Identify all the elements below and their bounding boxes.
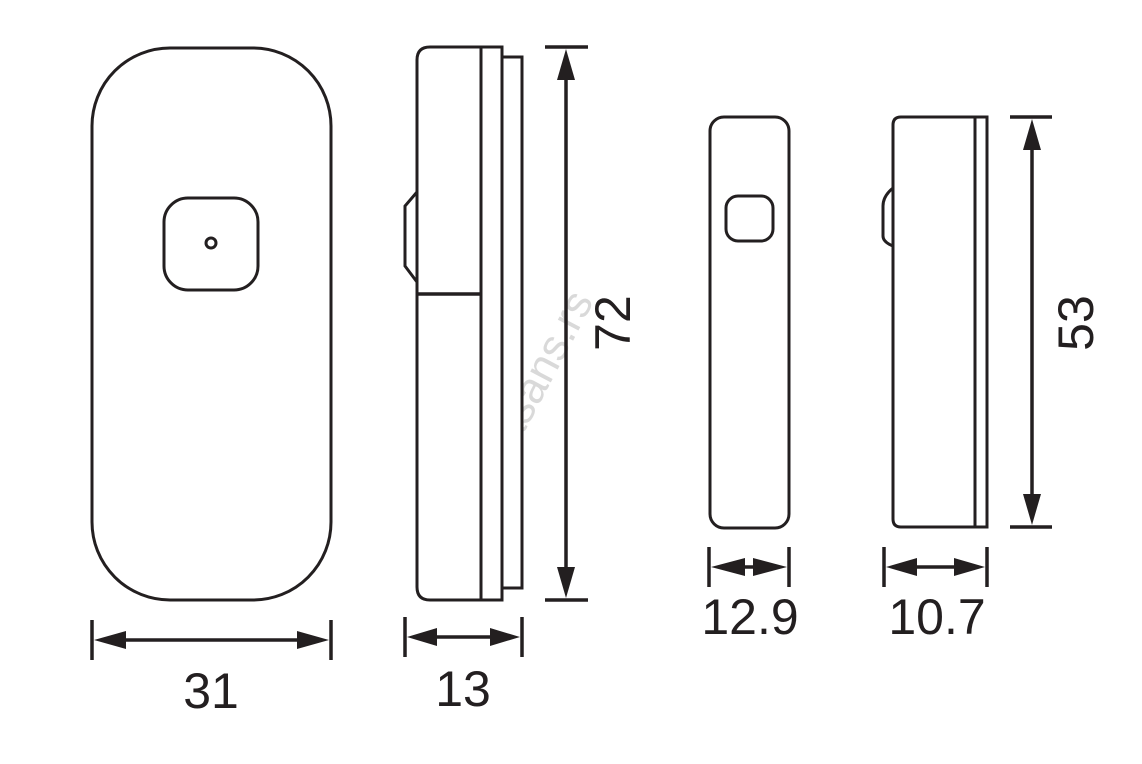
dimension-large-height: 72 xyxy=(545,45,641,602)
dimension-label: 12.9 xyxy=(701,589,798,645)
button-icon xyxy=(724,194,775,243)
dimension-small-depth: 10.7 xyxy=(882,547,989,645)
led-indicator xyxy=(204,236,218,250)
dimension-label: 53 xyxy=(1048,295,1104,351)
dimension-label: 72 xyxy=(585,295,641,351)
dimension-large-depth: 13 xyxy=(403,617,524,717)
large-device-side-view xyxy=(403,45,524,602)
dimension-small-width: 12.9 xyxy=(701,547,799,645)
dimension-label: 31 xyxy=(183,663,239,719)
dimension-large-width: 31 xyxy=(90,620,333,719)
large-device-front-view xyxy=(90,46,333,602)
dimension-label: 13 xyxy=(435,661,491,717)
small-device-front-view xyxy=(708,115,791,530)
dimension-label: 10.7 xyxy=(888,589,985,645)
dimension-small-height: 53 xyxy=(1010,115,1104,529)
small-device-side-view xyxy=(881,115,989,529)
